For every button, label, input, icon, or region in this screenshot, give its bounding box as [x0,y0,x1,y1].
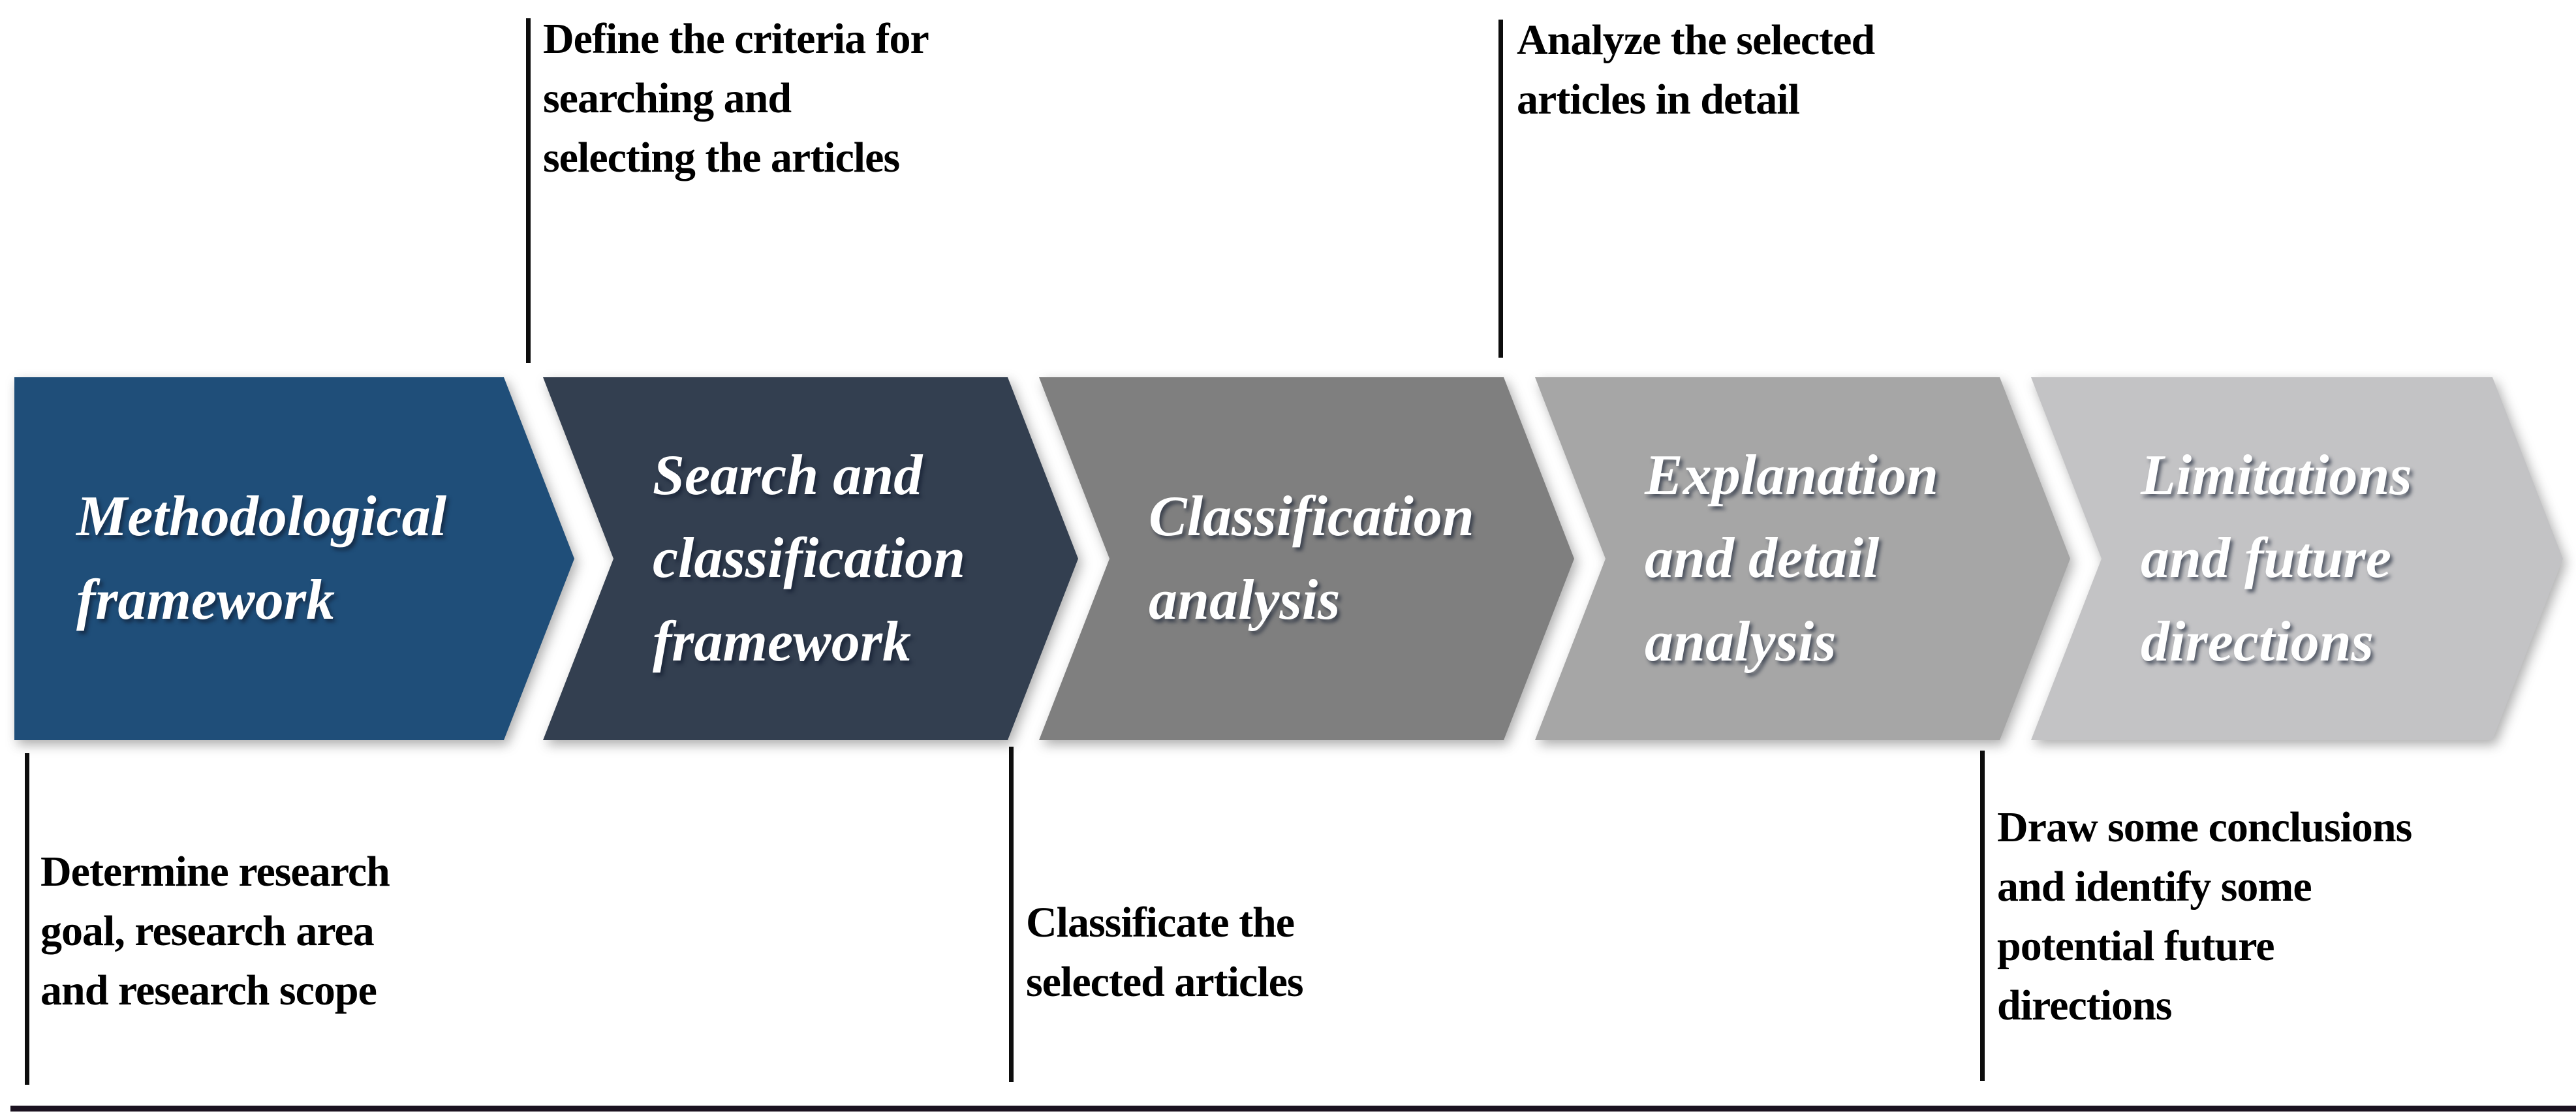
bottom-rule [10,1106,2576,1112]
connector-line-classificate [1009,747,1014,1082]
step-label: Classification analysis [1149,485,1474,632]
callout-analyze-articles: Analyze the selected articles in detail [1517,16,1875,124]
step-arrow-limitations-future-directions: Limitations and future directions [2031,377,2563,740]
step-arrow-explanation-detail-analysis: Explanation and detail analysis [1535,377,2070,740]
step-label: Limitations and future directions [2141,443,2412,674]
callout-draw-conclusions: Draw some conclusions and identify some … [1997,803,2412,1030]
callout-determine-research: Determine research goal, research area a… [40,848,390,1015]
callout-define-criteria: Define the criteria for searching and se… [543,15,929,182]
connector-line-analyze [1498,20,1503,358]
callout-classificate-articles: Classificate the selected articles [1026,899,1304,1006]
chevron-shape: Search and classification framework [543,377,1078,740]
connector-line-define [526,18,531,363]
connector-line-draw [1980,751,1985,1081]
chevron-shape: Limitations and future directions [2031,377,2563,740]
chevron-shape: Methodological framework [14,377,574,740]
step-arrow-methodological-framework: Methodological framework [14,377,574,740]
step-arrow-search-classification-framework: Search and classification framework [543,377,1078,740]
chevron-shape: Explanation and detail analysis [1535,377,2070,740]
chevron-shape: Classification analysis [1039,377,1574,740]
step-label: Methodological framework [76,485,447,632]
connector-line-determine [25,753,29,1085]
step-label: Search and classification framework [653,443,966,674]
step-label: Explanation and detail analysis [1645,443,1938,674]
step-arrow-classification-analysis: Classification analysis [1039,377,1574,740]
